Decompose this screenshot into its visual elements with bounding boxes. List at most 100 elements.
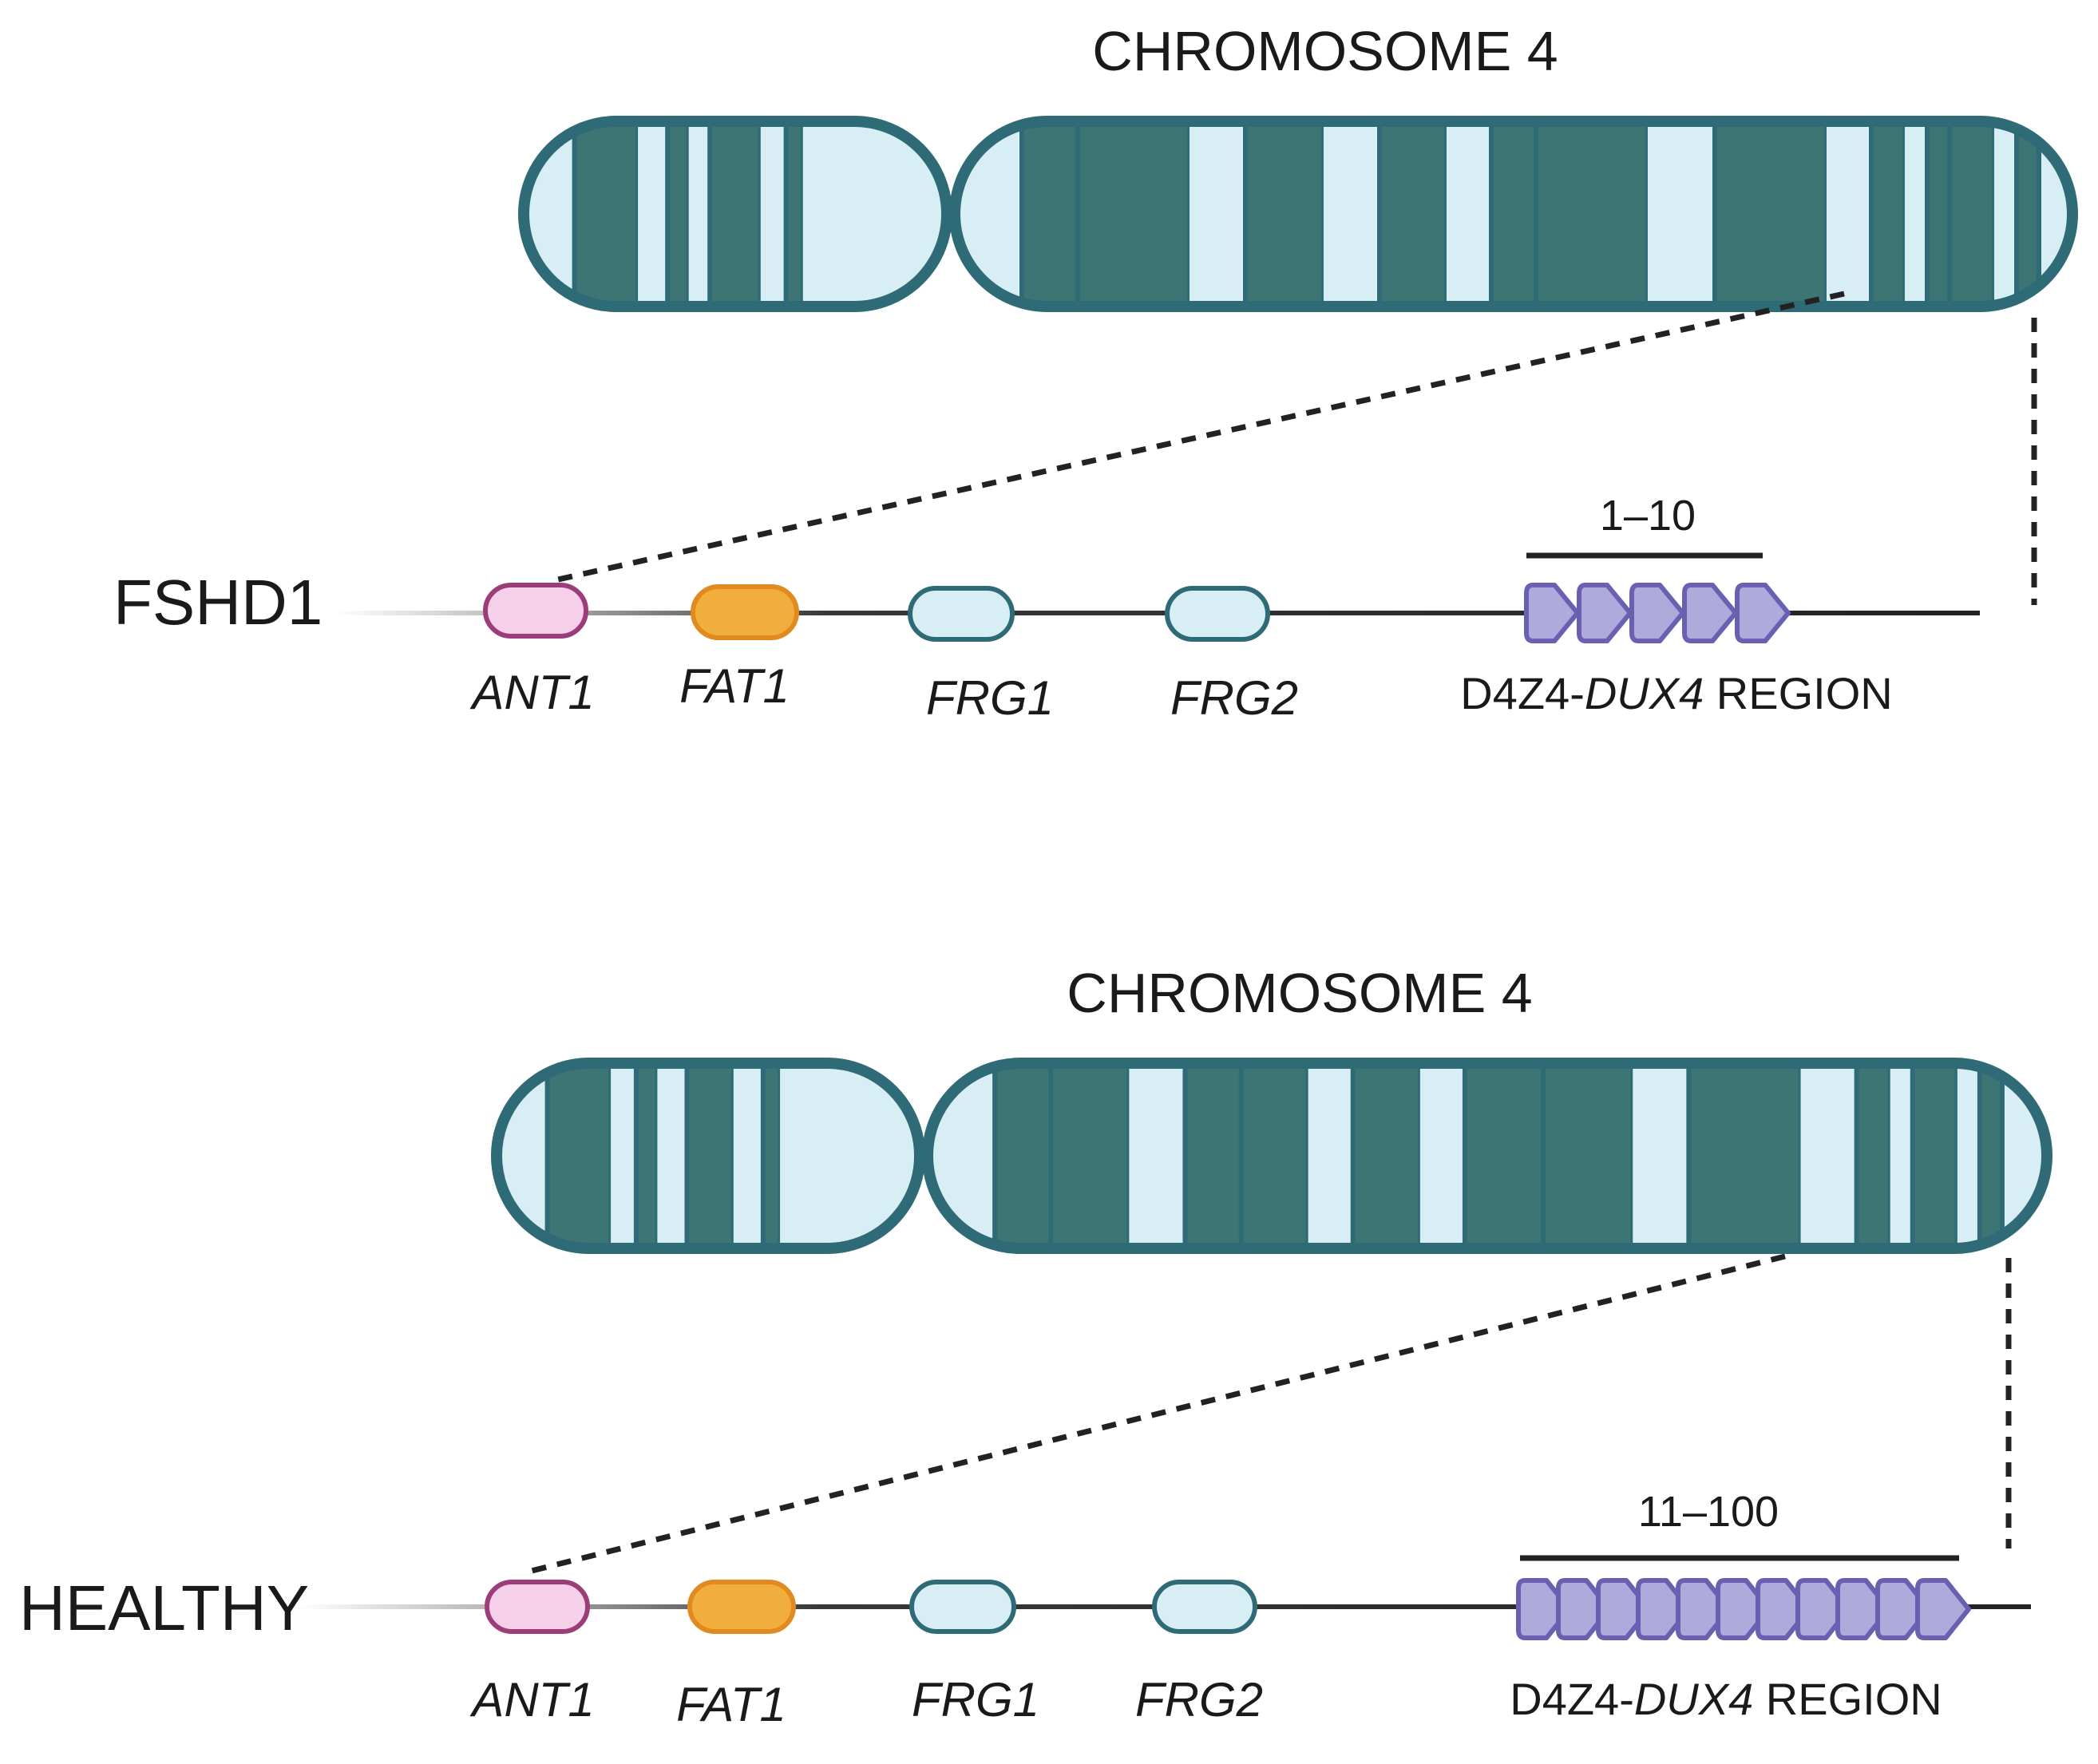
chromosome-band-dark — [760, 1063, 783, 1248]
chromosome-band-dark — [684, 1063, 736, 1248]
chromosome-band-dark — [1048, 1063, 1132, 1248]
gene-track: ANT1 FAT1 FRG1 FRG2 — [469, 583, 1298, 725]
chromosome-arm-outline — [922, 1058, 2052, 1254]
chromosome-band-light — [1800, 1063, 1857, 1248]
panel-label: HEALTHY — [19, 1572, 309, 1643]
chromosome-band-light — [1633, 1063, 1689, 1248]
repeat-range-label: 1–10 — [1600, 492, 1696, 540]
d4z4-repeat-array — [1524, 583, 1791, 643]
chromosome-band-dark — [1489, 121, 1538, 307]
gene-label-ANT1: ANT1 — [469, 666, 594, 719]
region-label-suffix: REGION — [1704, 668, 1892, 718]
chromosome-band-light — [1308, 1063, 1353, 1248]
chromosome-band-light — [1827, 121, 1871, 307]
d4z4-repeat-unit — [1682, 583, 1738, 643]
chromosome-band-light — [688, 121, 711, 307]
chromosome-band-light — [611, 1063, 636, 1248]
chromosome-band-dark — [1238, 1063, 1311, 1248]
gene-label-ANT1: ANT1 — [469, 1673, 594, 1726]
region-label-suffix: REGION — [1753, 1674, 1942, 1724]
chromosome-band-dark — [1712, 121, 1829, 307]
region-label: D4Z4-DUX4 REGION — [1460, 668, 1892, 718]
chromosome-title: CHROMOSOME 4 — [1067, 962, 1532, 1024]
panel-fshd1: CHROMOSOME 4 FSHD1 ANT1 FAT1 FRG1 FRG2 1… — [113, 20, 2078, 725]
gene-FRG2 — [1152, 1580, 1257, 1634]
chromosome-band-dark — [1925, 121, 1952, 307]
zoom-guide-left — [524, 1253, 1786, 1576]
chromosome-band-dark — [633, 1063, 660, 1248]
chromosome-band-dark — [1075, 121, 1192, 307]
chromosome-band-light — [1129, 1063, 1186, 1248]
chromosome-arm-outline — [949, 116, 2078, 312]
region-label: D4Z4-DUX4 REGION — [1510, 1674, 1942, 1724]
chromosome-band-dark — [544, 1063, 614, 1248]
chromosome-band-light — [1905, 121, 1927, 307]
chromosome-band-dark — [1854, 1063, 1893, 1248]
d4z4-repeat-unit — [1629, 583, 1685, 643]
chromosome-band-dark — [1947, 121, 1997, 307]
gene-label-FRG1: FRG1 — [912, 1673, 1039, 1726]
chromosome-band-dark — [572, 121, 641, 307]
gene-FRG2 — [1165, 586, 1270, 642]
d4z4-repeat-array — [1516, 1578, 1971, 1640]
gene-label-FAT1: FAT1 — [676, 1678, 786, 1731]
chromosome-arm-outline — [491, 1058, 925, 1254]
chromosome-band-light — [1419, 1063, 1465, 1248]
chromosome-band-dark — [1182, 1063, 1244, 1248]
gene-label-FRG1: FRG1 — [926, 671, 1054, 725]
zoom-guide-left — [550, 291, 1845, 584]
d4z4-repeat-unit — [1735, 583, 1791, 643]
panel-label: FSHD1 — [113, 567, 323, 638]
chromosome-band-dark — [1534, 121, 1650, 307]
d4z4-repeat-unit — [1915, 1578, 1971, 1640]
chromosome-band-dark — [1377, 121, 1449, 307]
chromosome-band-light — [733, 1063, 763, 1248]
chromosome-band-dark — [1019, 121, 1080, 307]
chromosome-band-light — [638, 121, 668, 307]
chromosome-band-light — [1994, 121, 2017, 307]
chromosome-title: CHROMOSOME 4 — [1092, 20, 1558, 82]
chromosome-arm-outline — [518, 116, 952, 312]
region-label-gene: DUX4 — [1585, 668, 1704, 718]
chromosome-band-dark — [1869, 121, 1907, 307]
chromosome-band-light — [1324, 121, 1380, 307]
chromosome-band-light — [530, 1063, 548, 1248]
chromosome-ideogram — [491, 1058, 2052, 1254]
gene-FRG1 — [909, 1580, 1016, 1634]
region-label-prefix: D4Z4- — [1460, 668, 1585, 718]
chromosome-band-dark — [1350, 1063, 1423, 1248]
gene-label-FAT1: FAT1 — [679, 659, 790, 713]
chromosome-band-light — [657, 1063, 687, 1248]
d4z4-repeat-unit — [1524, 583, 1580, 643]
chromosome-band-light — [1890, 1063, 1913, 1248]
chromosome-band-dark — [992, 1063, 1054, 1248]
chromosome-band-light — [557, 121, 575, 307]
chromosome-band-dark — [665, 121, 691, 307]
gene-ANT1 — [485, 1580, 590, 1634]
gene-ANT1 — [483, 583, 588, 639]
gene-FRG1 — [908, 586, 1015, 642]
gene-track: ANT1 FAT1 FRG1 FRG2 — [469, 1580, 1263, 1731]
chromosome-band-light — [1447, 121, 1491, 307]
chromosome-ideogram — [518, 116, 2078, 312]
chromosome-band-dark — [1541, 1063, 1636, 1248]
gene-label-FRG2: FRG2 — [1170, 671, 1298, 725]
gene-FAT1 — [691, 584, 799, 640]
dna-strand — [335, 611, 1980, 615]
chromosome-q-arm — [922, 1058, 2052, 1254]
chromosome-band-light — [1648, 121, 1715, 307]
chromosome-band-dark — [1977, 1063, 2005, 1248]
chromosome-band-light — [802, 121, 880, 307]
panel-healthy: CHROMOSOME 4 HEALTHY ANT1 FAT1 FRG1 FRG2… — [19, 962, 2052, 1731]
chromosome-band-dark — [1243, 121, 1326, 307]
chromosome-band-dark — [1686, 1063, 1803, 1248]
chromosome-q-arm — [949, 116, 2078, 312]
chromosome-band-dark — [707, 121, 763, 307]
chromosome-band-dark — [2014, 121, 2041, 307]
d4z4-repeat-unit — [1577, 583, 1633, 643]
repeat-range-label: 11–100 — [1638, 1488, 1779, 1536]
chromosome-band-dark — [783, 121, 806, 307]
gene-FAT1 — [687, 1580, 796, 1634]
chromosome-band-light — [780, 1063, 853, 1248]
